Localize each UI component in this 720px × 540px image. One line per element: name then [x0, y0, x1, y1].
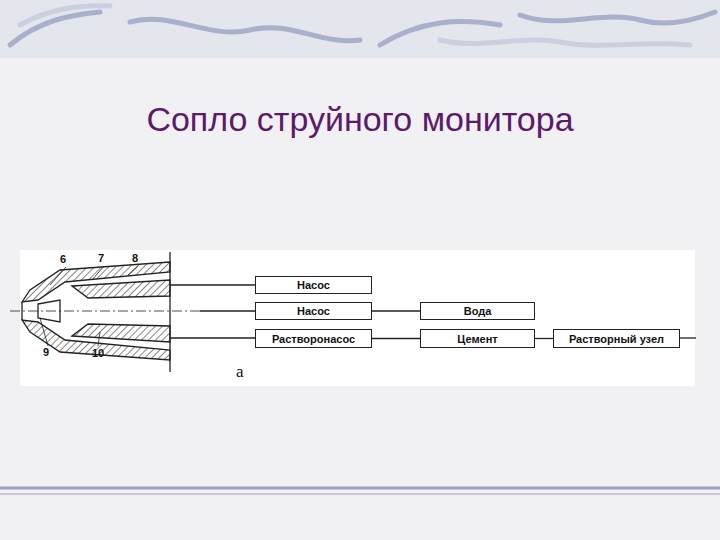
equipment-box: Растворонасос: [255, 329, 372, 348]
equipment-box: Насос: [255, 302, 372, 320]
callout-number: 9: [43, 346, 49, 358]
pipe-connector: [372, 310, 420, 311]
equipment-box: Вода: [420, 302, 535, 320]
callout-number: 7: [98, 252, 104, 264]
callout-number: 6: [60, 253, 66, 265]
footer-line: [0, 487, 720, 490]
pipe-connector: [535, 338, 553, 339]
header-band: [0, 0, 720, 58]
callout-number: 8: [132, 252, 138, 264]
box-label: Цемент: [457, 333, 497, 345]
slide-title: Сопло струйного монитора: [0, 100, 720, 139]
box-label: Растворонасос: [272, 333, 355, 345]
nozzle-drawing: [10, 252, 696, 372]
swirls: [10, 6, 715, 45]
box-label: Растворный узел: [569, 333, 664, 345]
equipment-box: Цемент: [420, 329, 535, 348]
box-label: Насос: [297, 305, 330, 317]
footer-line: [0, 493, 720, 495]
callout-number: 10: [92, 347, 104, 359]
pipe-connector: [372, 338, 420, 339]
equipment-box: Растворный узел: [553, 329, 680, 348]
callout-number: а: [236, 362, 244, 382]
box-label: Вода: [464, 305, 492, 317]
equipment-box: Насос: [255, 276, 372, 294]
box-label: Насос: [297, 279, 330, 291]
drawing-panel: [20, 250, 695, 386]
